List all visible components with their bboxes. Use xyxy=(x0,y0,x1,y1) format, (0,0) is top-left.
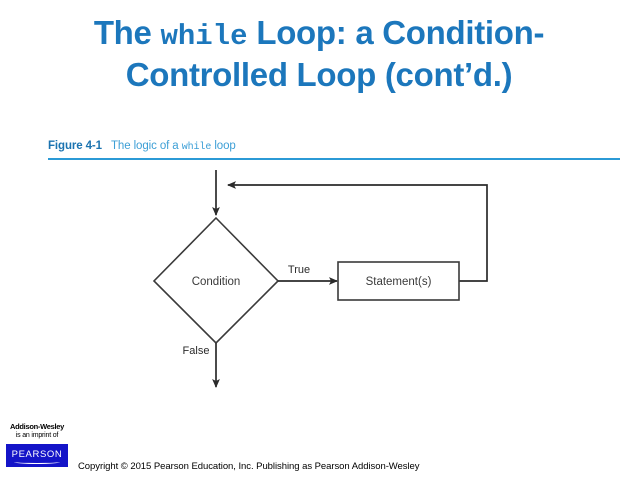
true-label: True xyxy=(288,264,310,276)
title-text-after: Loop: a Condition- xyxy=(247,14,545,51)
copyright-notice: Copyright © 2015 Pearson Education, Inc.… xyxy=(78,461,420,472)
title-keyword-while: while xyxy=(160,20,248,53)
logo-swoosh-icon xyxy=(14,460,60,464)
false-label: False xyxy=(183,345,210,357)
figure-caption-text: The logic of a while loop xyxy=(110,140,236,153)
while-loop-flowchart: Condition True Statement(s) False xyxy=(152,170,488,388)
figure-number: Figure 4-1 xyxy=(48,140,102,152)
title-text-before: The xyxy=(93,14,161,51)
figure-divider-rule xyxy=(48,158,620,160)
figure-caption: Figure 4-1 The logic of a while loop xyxy=(48,136,236,154)
pearson-logo: Addison-Wesley is an imprint of PEARSON xyxy=(6,420,68,467)
logo-imprint-text: Addison-Wesley is an imprint of xyxy=(6,420,68,442)
caption-text-after: loop xyxy=(211,140,236,152)
title-line-2: Controlled Loop (cont’d.) xyxy=(125,56,513,93)
caption-keyword-while: while xyxy=(181,142,212,153)
page-title: The while Loop: a Condition- Controlled … xyxy=(24,14,614,94)
statements-box xyxy=(337,261,460,301)
loop-back-arrow xyxy=(227,181,488,282)
title-line-1: The while Loop: a Condition- xyxy=(93,14,545,53)
statements-label: Statement(s) xyxy=(366,276,432,288)
condition-label: Condition xyxy=(192,276,241,288)
logo-imprint-line1: Addison-Wesley xyxy=(9,422,64,431)
caption-text-before: The logic of a xyxy=(110,140,182,152)
logo-imprint-line2: is an imprint of xyxy=(15,432,59,439)
logo-brand-box: PEARSON xyxy=(6,444,68,467)
logo-brand-text: PEARSON xyxy=(11,449,63,460)
